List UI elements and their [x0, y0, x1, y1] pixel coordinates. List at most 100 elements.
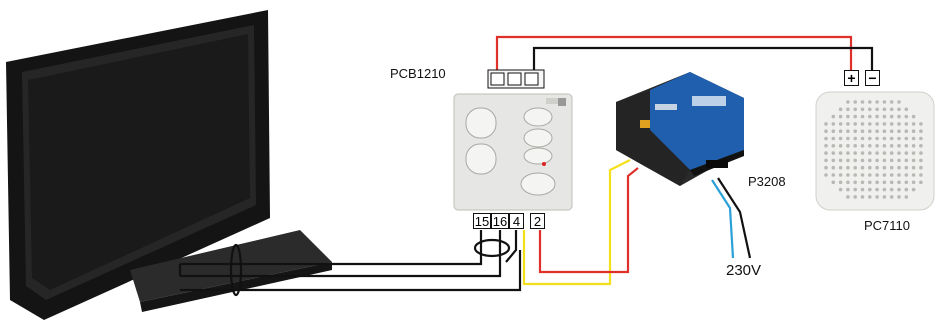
panel-hole — [875, 136, 879, 141]
panel-hole — [897, 158, 901, 163]
panel-hole — [904, 107, 909, 112]
panel-hole — [875, 187, 879, 192]
panel-hole — [853, 195, 857, 199]
panel-holes — [824, 100, 923, 199]
label-pc7110: PC7110 — [864, 218, 911, 233]
panel-hole — [831, 114, 836, 119]
panel-hole — [904, 136, 909, 141]
panel-hole — [882, 129, 887, 133]
panel-hole — [904, 180, 909, 185]
control-panel-pcb1210 — [453, 93, 573, 211]
panel-hole — [919, 158, 923, 163]
panel-hole — [882, 107, 887, 112]
panel-hole — [846, 173, 850, 177]
panel-hole — [846, 122, 850, 126]
panel-hole — [919, 144, 923, 148]
panel-hole — [919, 151, 923, 155]
panel-hole — [831, 151, 836, 155]
panel-hole — [904, 173, 909, 177]
panel-hole — [824, 122, 828, 126]
panel-hole — [838, 129, 843, 133]
panel-hole — [831, 180, 836, 185]
panel-hole — [860, 122, 865, 126]
terminal-minus: − — [865, 70, 880, 86]
panel-hole — [897, 151, 901, 155]
panel-hole — [824, 144, 828, 148]
panel-hole — [831, 165, 836, 170]
panel-hole — [868, 195, 872, 199]
panel-hole — [919, 122, 923, 126]
panel-hole — [904, 122, 909, 126]
panel-hole — [875, 122, 879, 126]
panel-hole — [838, 158, 843, 163]
panel-hole — [889, 151, 894, 155]
panel-hole — [853, 129, 857, 133]
panel-hole — [889, 114, 894, 119]
pcb-top-terminals — [487, 69, 545, 89]
panel-hole — [897, 136, 901, 141]
panel-hole — [897, 173, 901, 177]
panel-hole — [875, 195, 879, 199]
terminal-4: 4 — [509, 213, 524, 229]
panel-hole — [860, 173, 865, 177]
panel-hole — [846, 107, 850, 112]
panel-hole — [868, 158, 872, 163]
panel-hole — [911, 151, 916, 155]
panel-hole — [875, 100, 879, 104]
panel-hole — [897, 107, 901, 112]
panel-hole — [868, 100, 872, 104]
panel-hole — [889, 136, 894, 141]
panel-hole — [897, 195, 901, 199]
panel-hole — [860, 136, 865, 141]
panel-hole — [860, 165, 865, 170]
panel-hole — [889, 100, 894, 104]
panel-hole — [838, 136, 843, 141]
panel-hole — [824, 165, 828, 170]
panel-hole — [868, 114, 872, 119]
panel-hole — [846, 158, 850, 163]
panel-hole — [860, 158, 865, 163]
panel-hole — [904, 195, 909, 199]
down-button — [465, 143, 497, 175]
panel-hole — [853, 144, 857, 148]
panel-hole — [889, 122, 894, 126]
panel-hole — [889, 173, 894, 177]
panel-hole — [904, 151, 909, 155]
panel-hole — [860, 100, 865, 104]
panel-hole — [853, 158, 857, 163]
panel-hole — [919, 129, 923, 133]
panel-hole — [824, 136, 828, 141]
panel-hole — [853, 180, 857, 185]
panel-hole — [911, 173, 916, 177]
panel-hole — [882, 165, 887, 170]
panel-hole — [904, 158, 909, 163]
panel-hole — [882, 173, 887, 177]
tv-monitor — [6, 10, 332, 320]
panel-hole — [868, 129, 872, 133]
panel-hole — [875, 144, 879, 148]
panel-hole — [911, 180, 916, 185]
panel-hole — [868, 151, 872, 155]
panel-hole — [846, 187, 850, 192]
panel-hole — [868, 173, 872, 177]
panel-hole — [838, 180, 843, 185]
panel-hole — [838, 165, 843, 170]
panel-hole — [831, 158, 836, 163]
panel-hole — [897, 122, 901, 126]
panel-hole — [838, 122, 843, 126]
panel-hole — [860, 195, 865, 199]
panel-hole — [824, 129, 828, 133]
panel-hole — [853, 100, 857, 104]
panel-hole — [882, 114, 887, 119]
panel-hole — [882, 180, 887, 185]
panel-hole — [919, 173, 923, 177]
panel-hole — [860, 114, 865, 119]
panel-hole — [882, 122, 887, 126]
panel-hole — [868, 165, 872, 170]
panel-hole — [824, 158, 828, 163]
panel-hole — [897, 144, 901, 148]
panel-hole — [882, 187, 887, 192]
terminal-16: 16 — [491, 213, 509, 229]
panel-hole — [904, 187, 909, 192]
